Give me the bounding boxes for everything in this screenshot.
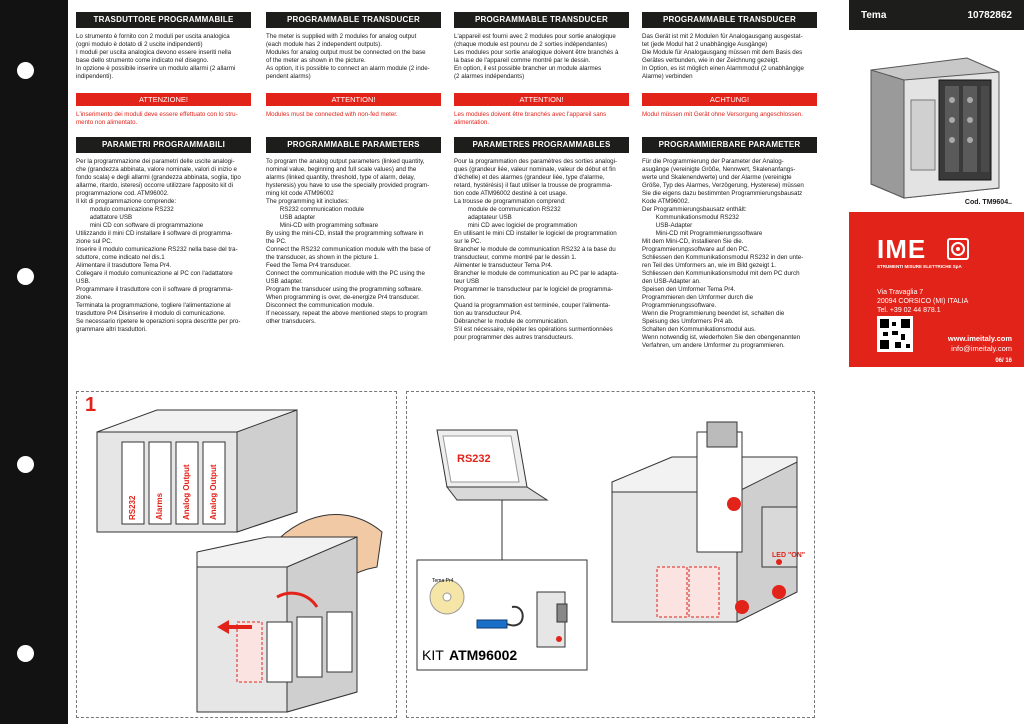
led-label: LED "ON" <box>772 552 805 559</box>
edition-date: 06/ 16 <box>995 358 1012 364</box>
warning-title: ATTENZIONE! <box>76 93 251 106</box>
figure-1-drawing: RS232 Alarms Analog Output Analog Output <box>96 409 383 713</box>
address-phone: Tel. +39 02 44 878.1 <box>877 307 941 314</box>
sidebar: Tema 10782862 Cod. TM9604.. <box>849 0 1024 206</box>
module-label: Analog Output <box>182 464 191 520</box>
section-title: TRASDUTTORE PROGRAMMABILE <box>76 12 251 28</box>
website-link[interactable]: www.imeitaly.com <box>947 334 1012 343</box>
section-title: PROGRAMMIERBARE PARAMETER <box>642 137 817 153</box>
warning-text: Modules must be connected with non-fed m… <box>266 111 398 118</box>
warning-title: ATTENTION! <box>266 93 441 106</box>
binder-hole <box>17 62 34 79</box>
parameters-text: Pour la programmation des paramètres des… <box>454 158 619 341</box>
warning-title: ACHTUNG! <box>642 93 817 106</box>
qr-code-icon <box>877 316 913 352</box>
address-city: 20094 CORSICO (MI) ITALIA <box>877 298 969 305</box>
intro-text: Das Gerät ist mit 2 Modulen für Analogau… <box>642 33 805 80</box>
intro-text: Lo strumento è fornito con 2 moduli per … <box>76 33 236 80</box>
module-label: Alarms <box>155 492 164 520</box>
product-name: Tema <box>861 9 887 21</box>
logo-mark-icon <box>947 238 969 260</box>
module-label: RS232 <box>128 495 137 520</box>
binder-hole <box>17 456 34 473</box>
warning-text: Modul müssen mit Gerät ohne Versorgung a… <box>642 111 803 118</box>
binder-hole <box>17 268 34 285</box>
company-tagline: STRUMENTI MISURE ELETTRICHE SpA <box>877 264 962 269</box>
section-title: PROGRAMMABLE PARAMETERS <box>266 137 441 153</box>
section-title: PROGRAMMABLE TRANSDUCER <box>454 12 629 28</box>
address-street: Via Travaglia 7 <box>877 289 924 296</box>
figure-2-drawing: RS232 Tema Pr4 KIT ATM96002 LED "ON" <box>416 421 805 671</box>
section-title: PARAMETRES PROGRAMMABLES <box>454 137 629 153</box>
column-italian: TRASDUTTORE PROGRAMMABILE Lo strumento è… <box>76 12 251 334</box>
parameters-text: To program the analog output parameters … <box>266 158 431 325</box>
kit-label: KIT <box>422 647 444 663</box>
pc-label: RS232 <box>457 453 491 465</box>
column-french: PROGRAMMABLE TRANSDUCER L'appareil est f… <box>454 12 629 342</box>
section-title: PROGRAMMABLE TRANSDUCER <box>266 12 441 28</box>
product-header: Tema 10782862 <box>849 0 1024 30</box>
column-german: PROGRAMMABLE TRANSDUCER Das Gerät ist mi… <box>642 12 817 350</box>
kit-code: ATM96002 <box>449 647 517 663</box>
figure-2-frame: RS232 Tema Pr4 KIT ATM96002 LED "ON" <box>406 391 815 718</box>
parameters-text: Per la programmazione dei parametri dell… <box>76 158 241 333</box>
photo-code: Cod. TM9604.. <box>964 199 1012 206</box>
intro-text: The meter is supplied with 2 modules for… <box>266 33 430 80</box>
email-link[interactable]: info@imeitaly.com <box>951 344 1012 353</box>
intro-text: L'appareil est fourni avec 2 modules pou… <box>454 33 619 80</box>
section-title: PARAMETRI PROGRAMMABILI <box>76 137 251 153</box>
figure-number: 1 <box>85 394 97 416</box>
figure-1-frame: 1 RS232 Alarms Analog Output Analog Outp… <box>76 391 397 718</box>
warning-text: L'inserimento dei moduli deve essere eff… <box>76 111 238 126</box>
product-code: 10782862 <box>967 9 1013 21</box>
warning-text: Les modules doivent être branchés avec l… <box>454 111 607 126</box>
column-english: PROGRAMMABLE TRANSDUCER The meter is sup… <box>266 12 441 326</box>
binder-strip <box>0 0 68 724</box>
company-box: IME STRUMENTI MISURE ELETTRICHE SpA Via … <box>849 212 1024 367</box>
company-logo: IME <box>877 234 927 264</box>
module-label: Analog Output <box>209 464 218 520</box>
warning-title: ATTENTION! <box>454 93 629 106</box>
product-photo <box>870 57 1000 199</box>
company-address: Via Travaglia 7 20094 CORSICO (MI) ITALI… <box>877 288 968 315</box>
cd-label: Tema Pr4 <box>432 578 454 584</box>
section-title: PROGRAMMABLE TRANSDUCER <box>642 12 817 28</box>
binder-hole <box>17 645 34 662</box>
parameters-text: Für die Programmierung der Parameter der… <box>642 158 804 349</box>
